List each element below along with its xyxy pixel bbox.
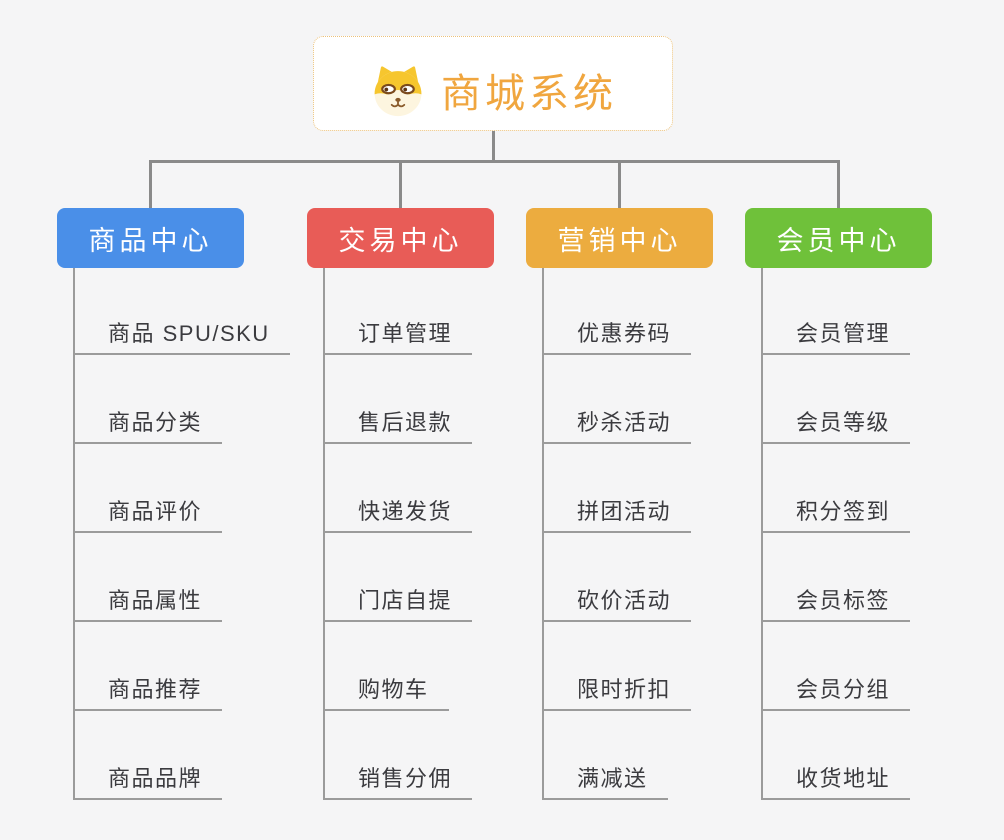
leaf-node[interactable]: 满减送 [544, 711, 668, 800]
leaf-label: 快递发货 [358, 499, 453, 524]
leaf-node[interactable]: 秒杀活动 [544, 355, 692, 444]
leaf-node[interactable]: 订单管理 [325, 268, 473, 355]
branch-label: 商品中心 [88, 225, 213, 256]
branch-label: 交易中心 [338, 225, 463, 256]
leaf-node[interactable]: 销售分佣 [325, 711, 473, 800]
connector-drop [149, 160, 152, 208]
leaf-label: 限时折扣 [577, 677, 672, 702]
connector-drop [618, 160, 621, 208]
connector-drop [837, 160, 840, 208]
leaf-node[interactable]: 商品 SPU/SKU [75, 268, 290, 355]
leaf-label: 门店自提 [358, 588, 453, 613]
leaf-label: 订单管理 [358, 321, 453, 346]
leaf-node[interactable]: 会员标签 [763, 533, 911, 622]
branch-label: 营销中心 [557, 225, 682, 256]
branch-children: 会员管理 会员等级 积分签到 会员标签 会员分组 收货地址 [761, 268, 911, 800]
leaf-label: 商品分类 [108, 410, 203, 435]
leaf-label: 商品 SPU/SKU [108, 321, 270, 346]
connector-horizontal [149, 160, 840, 163]
leaf-label: 收货地址 [796, 766, 891, 791]
leaf-node[interactable]: 门店自提 [325, 533, 473, 622]
branch-2: 交易中心 订单管理 售后退款 快递发货 门店自提 购物车 销售分佣 [307, 208, 494, 800]
connector-drop [399, 160, 402, 208]
leaf-node[interactable]: 商品推荐 [75, 622, 223, 711]
leaf-label: 满减送 [577, 766, 648, 791]
leaf-node[interactable]: 商品分类 [75, 355, 223, 444]
branch-header[interactable]: 交易中心 [307, 208, 494, 268]
leaf-label: 销售分佣 [358, 766, 453, 791]
leaf-label: 拼团活动 [577, 499, 672, 524]
leaf-node[interactable]: 会员等级 [763, 355, 911, 444]
leaf-label: 会员分组 [796, 677, 891, 702]
leaf-node[interactable]: 会员分组 [763, 622, 911, 711]
leaf-node[interactable]: 购物车 [325, 622, 449, 711]
leaf-node[interactable]: 砍价活动 [544, 533, 692, 622]
leaf-label: 积分签到 [796, 499, 891, 524]
leaf-node[interactable]: 会员管理 [763, 268, 911, 355]
leaf-label: 会员等级 [796, 410, 891, 435]
branch-header[interactable]: 会员中心 [745, 208, 932, 268]
root-title: 商城系统 [441, 71, 617, 116]
leaf-label: 会员管理 [796, 321, 891, 346]
leaf-label: 商品属性 [108, 588, 203, 613]
leaf-node[interactable]: 拼团活动 [544, 444, 692, 533]
leaf-label: 售后退款 [358, 410, 453, 435]
root-node[interactable]: 商城系统 [313, 36, 673, 131]
leaf-node[interactable]: 积分签到 [763, 444, 911, 533]
leaf-node[interactable]: 商品评价 [75, 444, 223, 533]
leaf-label: 商品评价 [108, 499, 203, 524]
branch-header[interactable]: 营销中心 [526, 208, 713, 268]
connector-root-stub [492, 131, 495, 161]
branch-header[interactable]: 商品中心 [57, 208, 244, 268]
branch-1: 商品中心 商品 SPU/SKU 商品分类 商品评价 商品属性 商品推荐 商品品牌 [57, 208, 290, 800]
leaf-node[interactable]: 售后退款 [325, 355, 473, 444]
leaf-label: 商品推荐 [108, 677, 203, 702]
branch-children: 优惠券码 秒杀活动 拼团活动 砍价活动 限时折扣 满减送 [542, 268, 692, 800]
leaf-node[interactable]: 快递发货 [325, 444, 473, 533]
shiba-dog-icon [369, 63, 427, 117]
leaf-node[interactable]: 优惠券码 [544, 268, 692, 355]
branch-label: 会员中心 [776, 225, 901, 256]
leaf-label: 购物车 [358, 677, 429, 702]
leaf-node[interactable]: 限时折扣 [544, 622, 692, 711]
leaf-node[interactable]: 商品品牌 [75, 711, 223, 800]
leaf-label: 商品品牌 [108, 766, 203, 791]
leaf-node[interactable]: 收货地址 [763, 711, 911, 800]
leaf-label: 优惠券码 [577, 321, 672, 346]
branch-4: 会员中心 会员管理 会员等级 积分签到 会员标签 会员分组 收货地址 [745, 208, 932, 800]
branch-3: 营销中心 优惠券码 秒杀活动 拼团活动 砍价活动 限时折扣 满减送 [526, 208, 713, 800]
leaf-label: 砍价活动 [577, 588, 672, 613]
branch-children: 商品 SPU/SKU 商品分类 商品评价 商品属性 商品推荐 商品品牌 [73, 268, 290, 800]
leaf-node[interactable]: 商品属性 [75, 533, 223, 622]
branch-children: 订单管理 售后退款 快递发货 门店自提 购物车 销售分佣 [323, 268, 473, 800]
leaf-label: 会员标签 [796, 588, 891, 613]
leaf-label: 秒杀活动 [577, 410, 672, 435]
